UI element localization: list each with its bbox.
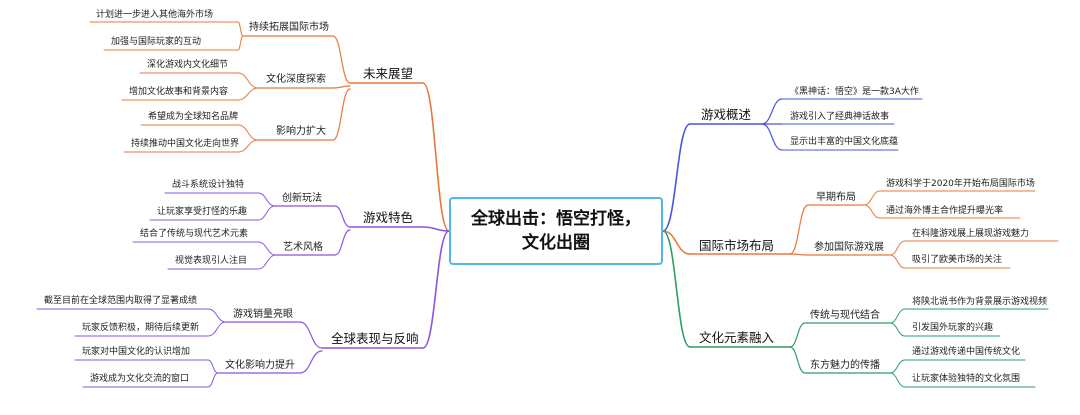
leaf-enjoy-fighting[interactable]: 让玩家享受打怪的乐趣 [157, 207, 248, 217]
m-leaf-link-0 [863, 190, 881, 206]
leaf-shaanbei-storytelling[interactable]: 将陕北说书作为背景展示游戏视频 [912, 297, 1048, 307]
future-leaf-link-4 [237, 124, 259, 141]
leaf-foreign-interest[interactable]: 引发国外玩家的兴趣 [912, 323, 994, 333]
c-leaf-link-1 [889, 322, 906, 337]
branch-international-market[interactable]: 国际市场布局 [699, 238, 775, 253]
central-topic-line-2: 文化出圈 [522, 233, 590, 253]
overview-leaf-link-2 [761, 123, 783, 151]
central-topic[interactable]: 全球出击：悟空打怪， 文化出圈 [449, 197, 663, 265]
future-leaf-link-5 [237, 139, 259, 153]
features-to-sub2-link [334, 229, 351, 256]
sub-culture-influence[interactable]: 文化影响力提升 [225, 360, 295, 371]
leaf-unique-combat[interactable]: 战斗系统设计独特 [172, 180, 245, 190]
branch-global-performance[interactable]: 全球表现与反响 [331, 331, 419, 346]
leaf-positive-feedback[interactable]: 玩家反馈积极，期待后续更新 [82, 323, 200, 333]
future-to-sub2-link [332, 85, 351, 89]
features-to-sub1-link [334, 205, 351, 228]
market-to-sub1-link [789, 204, 809, 255]
sub-tradition-modern[interactable]: 传统与现代结合 [810, 310, 880, 321]
branch-culture-integration[interactable]: 文化元素融入 [699, 330, 775, 345]
future-leaf-link-0 [237, 21, 244, 37]
leaf-traditional-culture[interactable]: 通过游戏传递中国传统文化 [912, 347, 1021, 357]
f-leaf-link-1 [257, 205, 276, 221]
performance-to-sub1-link [299, 321, 323, 349]
c-leaf-link-2 [889, 359, 906, 374]
leaf-classic-myth[interactable]: 游戏引入了经典神话故事 [790, 112, 890, 122]
sub-culture-deep-dive[interactable]: 文化深度探索 [266, 74, 326, 85]
f-leaf-link-0 [257, 192, 276, 207]
future-leaf-link-3 [237, 87, 259, 101]
root-to-future-link [422, 82, 450, 232]
sub-innovative-gameplay[interactable]: 创新玩法 [282, 193, 322, 204]
culture-to-sub1-link [789, 322, 806, 348]
c-leaf-link-0 [889, 308, 906, 324]
leaf-promote-chinese-culture[interactable]: 持续推动中国文化走向世界 [131, 139, 240, 149]
future-leaf-link-2 [237, 72, 259, 89]
leaf-striking-visuals[interactable]: 视觉表现引人注目 [175, 256, 248, 266]
p-leaf-link-3 [207, 372, 219, 388]
m-leaf-link-1 [863, 204, 881, 219]
sub-sales-highlight[interactable]: 游戏销量亮眼 [233, 309, 293, 320]
future-leaf-link-1 [237, 35, 244, 51]
culture-to-sub2-link [789, 346, 806, 374]
leaf-traditional-modern-art[interactable]: 结合了传统与现代艺术元素 [140, 229, 249, 239]
m-leaf-link-3 [889, 254, 906, 269]
root-to-overview-link [662, 123, 691, 232]
root-to-performance-link [422, 230, 450, 349]
performance-to-sub2-link [299, 350, 323, 374]
sub-expand-international-market[interactable]: 持续拓展国际市场 [249, 22, 329, 33]
m-leaf-link-2 [889, 240, 906, 256]
leaf-3a-title[interactable]: 《黑神话：悟空》是一款3A大作 [790, 87, 919, 97]
central-topic-line-1: 全球出击：悟空打怪， [471, 209, 641, 229]
sub-early-layout[interactable]: 早期布局 [816, 192, 856, 203]
market-to-sub2-link [789, 253, 809, 256]
sub-art-style[interactable]: 艺术风格 [283, 242, 323, 253]
root-to-market-link [662, 230, 691, 255]
overview-leaf-link-0 [761, 98, 783, 125]
leaf-interact-global-players[interactable]: 加强与国际玩家的互动 [111, 37, 202, 47]
leaf-culture-exchange-window[interactable]: 游戏成为文化交流的窗口 [90, 374, 190, 384]
p-leaf-link-0 [207, 308, 227, 323]
leaf-rich-culture[interactable]: 显示出丰富的中国文化底蕴 [790, 137, 899, 147]
c-leaf-link-3 [889, 372, 906, 388]
sub-game-expo[interactable]: 参加国际游戏展 [814, 242, 884, 253]
leaf-cultural-atmosphere[interactable]: 让玩家体验独特的文化氛围 [912, 374, 1021, 384]
p-leaf-link-1 [207, 321, 227, 337]
branch-future[interactable]: 未来展望 [363, 66, 414, 81]
future-to-sub3-link [332, 88, 351, 141]
leaf-2020-layout[interactable]: 游戏科学于2020年开始布局国际市场 [886, 179, 1035, 189]
leaf-add-culture-stories[interactable]: 增加文化故事和背景内容 [129, 87, 229, 97]
branch-game-overview[interactable]: 游戏概述 [701, 107, 752, 122]
root-to-features-link [422, 226, 450, 232]
leaf-gamescom[interactable]: 在科隆游戏展上展现游戏魅力 [912, 229, 1030, 239]
f-leaf-link-3 [257, 254, 277, 270]
leaf-western-attention[interactable]: 吸引了欧美市场的关注 [912, 255, 1003, 265]
p-leaf-link-2 [207, 359, 219, 374]
branch-game-features[interactable]: 游戏特色 [363, 210, 414, 225]
sub-eastern-charm[interactable]: 东方魅力的传播 [810, 360, 880, 371]
sub-influence-expand[interactable]: 影响力扩大 [276, 126, 326, 137]
leaf-deepen-culture-details[interactable]: 深化游戏内文化细节 [147, 60, 229, 70]
leaf-enter-other-markets[interactable]: 计划进一步进入其他海外市场 [96, 10, 214, 20]
leaf-global-achievements[interactable]: 截至目前在全球范围内取得了显著成绩 [44, 296, 198, 306]
f-leaf-link-2 [257, 241, 277, 256]
future-to-sub1-link [332, 35, 351, 84]
leaf-global-brand[interactable]: 希望成为全球知名品牌 [148, 112, 239, 122]
leaf-culture-awareness[interactable]: 玩家对中国文化的认识增加 [82, 347, 191, 357]
root-to-culture-link [662, 230, 691, 348]
leaf-blogger-collab[interactable]: 通过海外博主合作提升曝光率 [886, 206, 1004, 216]
